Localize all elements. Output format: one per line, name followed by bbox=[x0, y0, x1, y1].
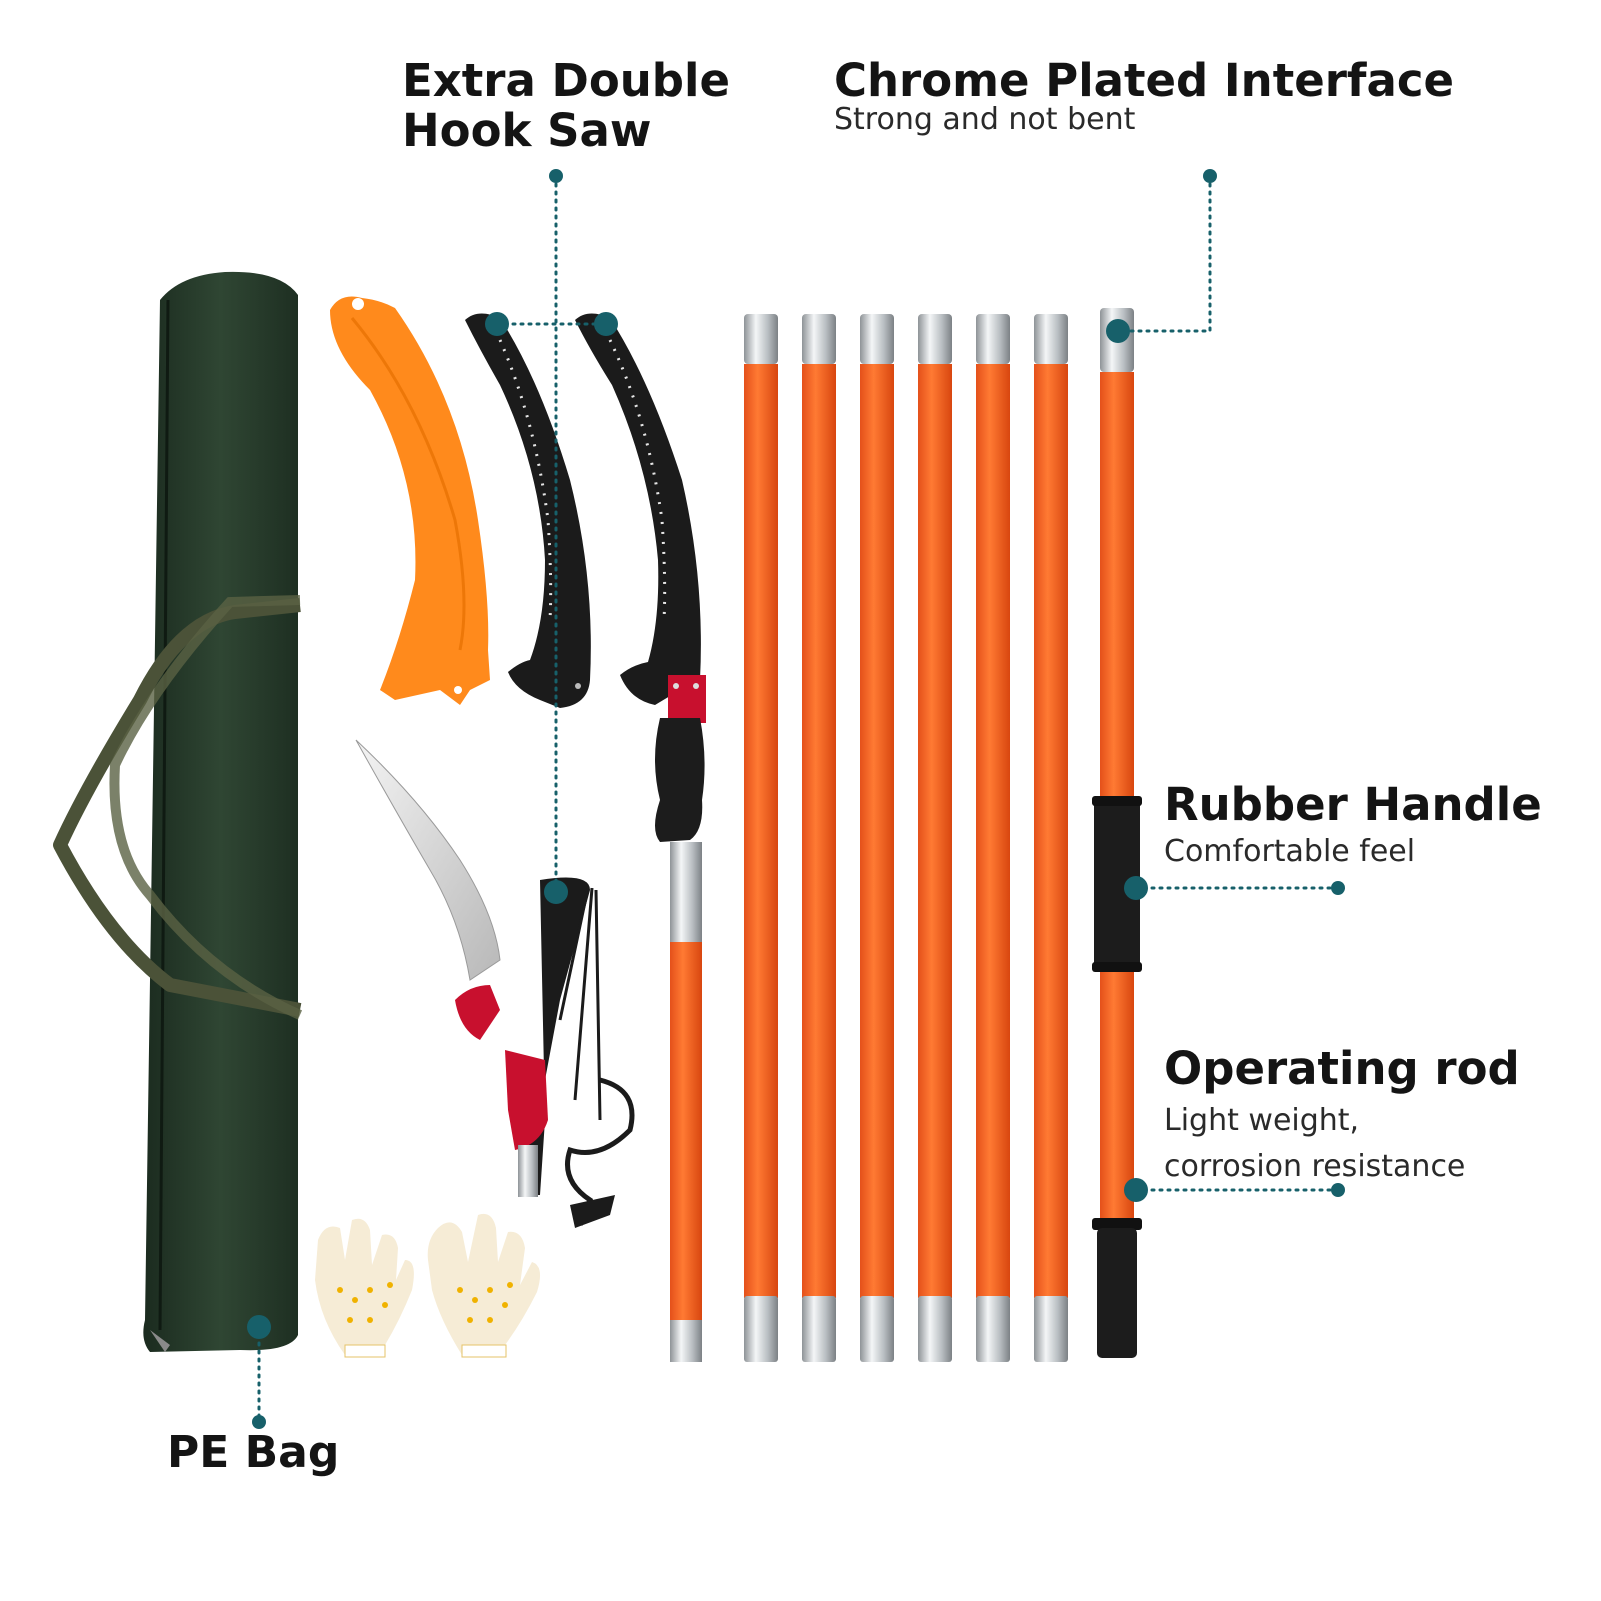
extension-pole bbox=[918, 314, 952, 1362]
dot-interface-end bbox=[1203, 169, 1217, 183]
leader-interface bbox=[1116, 174, 1212, 333]
pe-bag-body bbox=[143, 271, 298, 1353]
callout-hook-saw: Extra Double Hook Saw bbox=[402, 56, 730, 156]
hook-saw-2 bbox=[575, 313, 706, 942]
extension-pole bbox=[744, 314, 778, 1362]
pe-bag-zipper-pull bbox=[150, 1330, 170, 1352]
callout-hook-saw-title: Extra Double Hook Saw bbox=[402, 54, 730, 157]
dot-pe-bag-end bbox=[252, 1415, 266, 1429]
hook-saw-1 bbox=[465, 313, 591, 708]
callout-interface-title: Chrome Plated Interface bbox=[834, 54, 1455, 107]
callout-pe-bag-title: PE Bag bbox=[167, 1427, 340, 1478]
callout-pe-bag: PE Bag bbox=[167, 1428, 339, 1478]
callout-interface: Chrome Plated Interface Strong and not b… bbox=[834, 56, 1454, 138]
callout-interface-subtitle: Strong and not bent bbox=[834, 102, 1136, 137]
pe-bag-strap-inner bbox=[109, 595, 303, 1020]
saw-sheath bbox=[330, 296, 490, 705]
extension-poles bbox=[744, 314, 1068, 1362]
pe-bag bbox=[53, 271, 303, 1353]
dot-hook-saw-left bbox=[485, 312, 509, 336]
saw-pole bbox=[670, 942, 702, 1362]
handle-pole bbox=[1092, 308, 1142, 1358]
gloves bbox=[315, 1213, 541, 1358]
pe-bag-zipper bbox=[158, 299, 170, 1331]
callout-rubber-handle-subtitle: Comfortable feel bbox=[1164, 834, 1416, 869]
dot-pe-bag bbox=[247, 1315, 271, 1339]
dot-operating-rod-end bbox=[1331, 1183, 1345, 1197]
dot-interface bbox=[1106, 319, 1130, 343]
extension-pole bbox=[860, 314, 894, 1362]
callout-dots bbox=[247, 169, 1345, 1429]
pruner-head bbox=[355, 739, 635, 1228]
dot-rubber-handle-end bbox=[1331, 881, 1345, 895]
dot-hook-saw-pruner bbox=[544, 880, 568, 904]
callout-leaders bbox=[257, 174, 1340, 1424]
dot-hook-saw-top bbox=[549, 169, 563, 183]
extension-pole bbox=[1034, 314, 1068, 1362]
callout-operating-rod-title: Operating rod bbox=[1164, 1042, 1520, 1095]
dot-operating-rod bbox=[1124, 1178, 1148, 1202]
extension-pole bbox=[976, 314, 1010, 1362]
callout-rubber-handle: Rubber Handle Comfortable feel bbox=[1164, 780, 1542, 870]
callout-operating-rod: Operating rod Light weight, corrosion re… bbox=[1164, 1044, 1520, 1190]
pe-bag-strap bbox=[53, 598, 302, 1017]
callout-rubber-handle-title: Rubber Handle bbox=[1164, 778, 1542, 831]
callout-operating-rod-subtitle: Light weight, corrosion resistance bbox=[1164, 1103, 1466, 1184]
dot-rubber-handle bbox=[1124, 876, 1148, 900]
dot-hook-saw-right bbox=[594, 312, 618, 336]
extension-pole bbox=[802, 314, 836, 1362]
